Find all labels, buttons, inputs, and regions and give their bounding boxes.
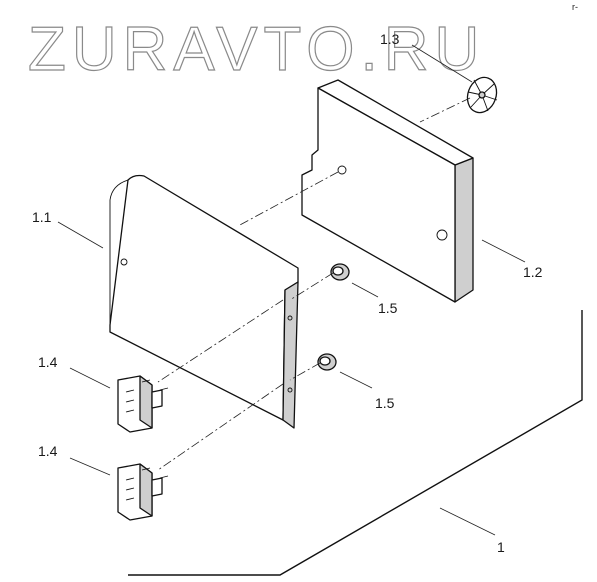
assembly-frame [128,310,583,576]
fastener-star-washer [466,76,498,114]
label-panel: 1.2 [523,264,543,280]
nut-lower [317,353,337,371]
label-hinge-lower: 1.4 [38,443,58,459]
cover-plate [109,174,299,429]
label-cover-plate: 1.1 [32,209,52,225]
watermark-text: ZURAVTO.RU [28,15,485,84]
label-hinge-upper: 1.4 [38,354,58,370]
corner-mark: r- [572,2,578,12]
hinge-lower [117,463,169,521]
panel-block [301,79,474,303]
assembly-centerlines [157,97,471,471]
label-nut-lower: 1.5 [375,395,395,411]
label-fastener: 1.3 [380,31,400,47]
leader-lines [57,44,526,536]
label-nut-upper: 1.5 [378,300,398,316]
nut-upper [330,263,350,281]
label-assembly: 1 [497,539,505,555]
hinge-upper [117,375,169,433]
